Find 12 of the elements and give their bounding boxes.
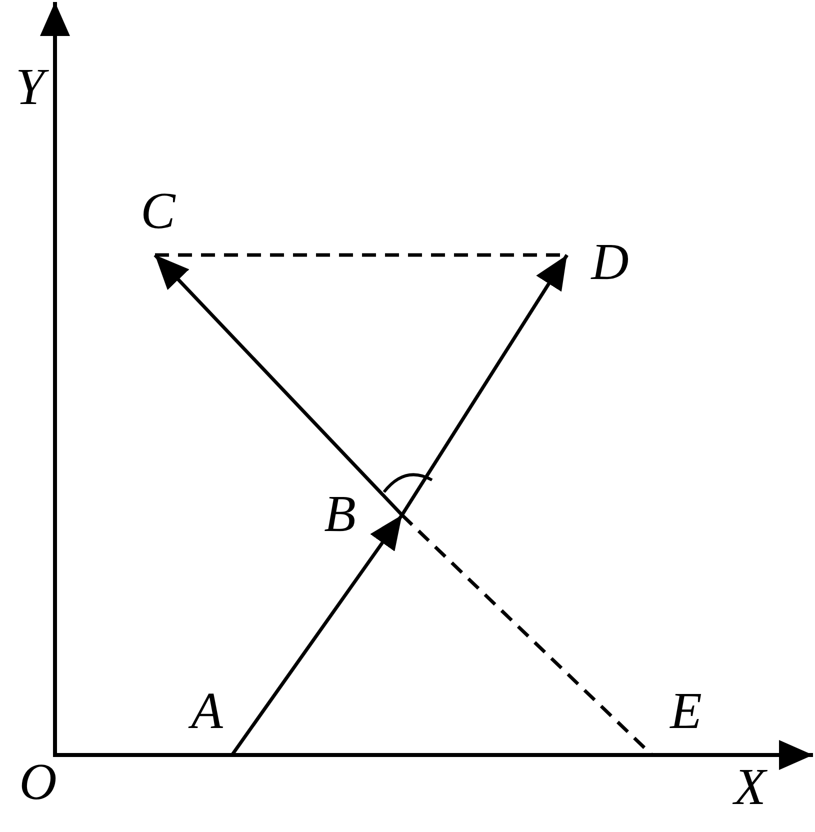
- dashed-line: [400, 514, 654, 756]
- axis-label: Y: [12, 60, 48, 116]
- axis-label: O: [18, 755, 58, 811]
- arrow: [230, 514, 404, 756]
- point-label: E: [666, 684, 706, 740]
- point-label: D: [587, 235, 633, 291]
- arrow: [154, 254, 404, 516]
- point-label: A: [187, 684, 227, 740]
- point-label: C: [136, 184, 180, 240]
- point-label: B: [320, 487, 360, 543]
- axis-label: X: [732, 760, 768, 816]
- arrow: [400, 254, 568, 516]
